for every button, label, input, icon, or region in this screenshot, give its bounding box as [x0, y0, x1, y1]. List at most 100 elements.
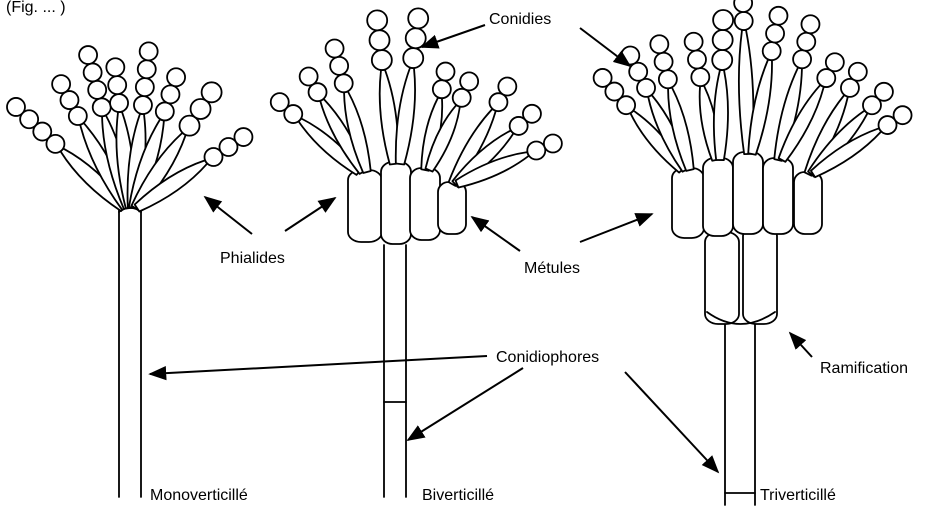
label-biverticille: Biverticillé — [422, 487, 494, 504]
label-conidies: Conidies — [489, 11, 551, 28]
conidium — [370, 30, 390, 50]
conidium — [460, 72, 478, 90]
conidium — [763, 42, 781, 60]
arrow-conidies-tri — [580, 28, 630, 66]
conidium — [140, 42, 158, 60]
conidium — [437, 63, 455, 81]
stipe-walls — [384, 245, 406, 497]
conidium — [406, 28, 426, 48]
label-metules: Métules — [524, 260, 580, 277]
conidium — [88, 81, 106, 99]
conidium — [841, 79, 859, 97]
arrow-metules-tri — [580, 214, 652, 242]
arrow-ramification — [790, 333, 812, 357]
biverticillate-specimen — [271, 8, 562, 497]
conidium — [523, 105, 541, 123]
label-monoverticille: Monoverticillé — [150, 487, 248, 504]
conidium — [801, 15, 819, 33]
conidium — [367, 10, 387, 30]
conidium — [688, 50, 706, 68]
conidium — [544, 134, 562, 152]
metula — [438, 182, 466, 234]
conidium — [271, 93, 289, 111]
conidium — [335, 74, 353, 92]
conidium — [93, 98, 111, 116]
conidium — [594, 69, 612, 87]
conidium — [691, 68, 709, 86]
conidium — [167, 68, 185, 86]
conidium — [769, 7, 787, 25]
ramus — [743, 226, 777, 324]
label-phialides: Phialides — [220, 250, 285, 267]
conidium — [713, 10, 733, 30]
conidium — [655, 53, 673, 71]
conidium — [498, 78, 516, 96]
conidium — [7, 98, 25, 116]
conidium — [202, 82, 222, 102]
arrow-conidiophores-tri — [625, 372, 718, 472]
stipe-walls — [725, 320, 755, 505]
conidium — [106, 58, 124, 76]
header-fragment: (Fig. ... ) — [6, 0, 66, 16]
conidium — [685, 33, 703, 51]
metula — [794, 172, 822, 234]
metula — [381, 162, 411, 244]
metula — [672, 168, 704, 238]
conidium — [712, 50, 732, 70]
conidium — [734, 0, 752, 12]
conidium — [650, 35, 668, 53]
conidium — [793, 50, 811, 68]
conidium — [433, 80, 451, 98]
conidium — [735, 12, 753, 30]
conidium — [300, 68, 318, 86]
conidium — [84, 63, 102, 81]
arrow-metules-bi — [472, 217, 520, 251]
conidium — [108, 76, 126, 94]
conidium — [372, 50, 392, 70]
conidium — [326, 39, 344, 57]
conidium — [826, 53, 844, 71]
conidium — [234, 128, 252, 146]
conidium — [766, 24, 784, 42]
metula — [410, 168, 440, 240]
stipe-walls — [119, 210, 141, 497]
conidium — [156, 102, 174, 120]
monoverticillate-specimen — [7, 42, 252, 497]
ramus — [705, 232, 739, 324]
metula — [733, 152, 763, 234]
conidium — [79, 46, 97, 64]
conidium — [527, 141, 545, 159]
conidium — [52, 75, 70, 93]
conidium — [629, 63, 647, 81]
metula — [348, 170, 382, 242]
phialide — [714, 70, 728, 160]
arrow-conidies-bi — [422, 25, 485, 47]
arrow-conidiophores-mono — [150, 356, 487, 374]
conidium — [138, 60, 156, 78]
conidium — [797, 33, 815, 51]
conidium — [453, 89, 471, 107]
conidium — [875, 83, 893, 101]
conidium — [330, 57, 348, 75]
phialide — [396, 68, 415, 165]
arrow-phialides-mono — [205, 197, 252, 234]
metula — [703, 158, 733, 236]
conidium — [134, 96, 152, 114]
conidium — [161, 85, 179, 103]
conidium — [713, 30, 733, 50]
conidium — [849, 63, 867, 81]
conidium — [408, 8, 428, 28]
conidium — [637, 79, 655, 97]
conidium — [403, 48, 423, 68]
conidium — [136, 78, 154, 96]
arrow-phialides-bi — [285, 198, 335, 231]
triverticillate-specimen — [594, 0, 912, 505]
conidium — [659, 70, 677, 88]
metula — [763, 158, 793, 234]
arrow-conidiophores-bi — [408, 368, 523, 440]
conidium — [894, 106, 912, 124]
label-triverticille: Triverticillé — [760, 487, 836, 504]
conidium — [110, 94, 128, 112]
label-ramification: Ramification — [820, 360, 908, 377]
